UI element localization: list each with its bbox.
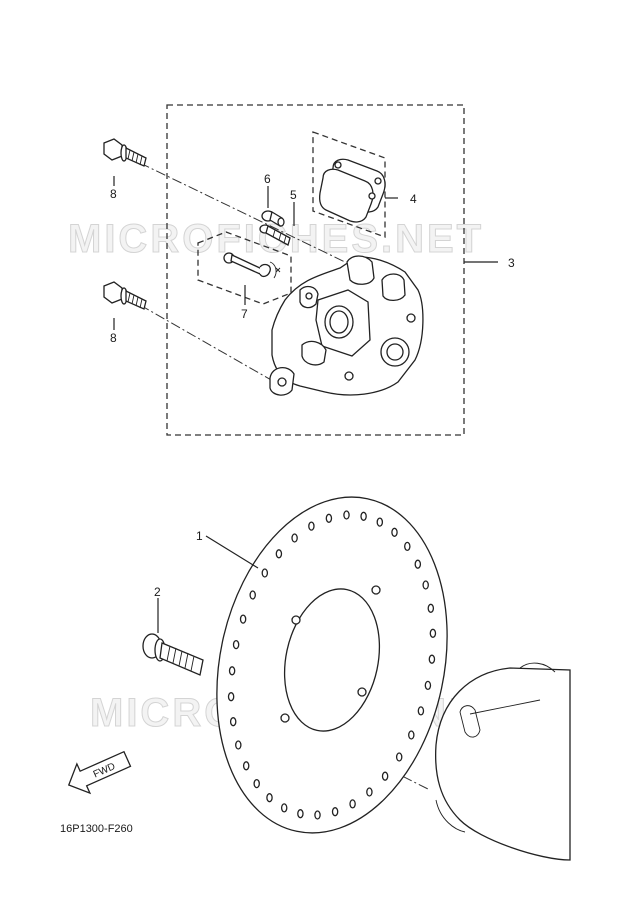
callout-4: 4 <box>410 192 417 206</box>
vent-hole <box>325 513 333 523</box>
vent-hole <box>275 549 283 559</box>
bolt-8-lower[interactable] <box>103 281 147 310</box>
callout-5: 5 <box>290 188 297 202</box>
vent-hole <box>228 666 236 676</box>
callout-8-lower: 8 <box>110 331 117 345</box>
pad-kit-frame <box>312 131 386 238</box>
vent-hole <box>417 706 425 716</box>
vent-hole <box>227 692 235 702</box>
vent-hole <box>429 628 437 638</box>
vent-hole <box>232 639 240 650</box>
vent-hole <box>376 517 384 527</box>
disc-bolt-2[interactable] <box>142 633 204 676</box>
vent-hole <box>360 511 367 521</box>
vent-hole <box>242 761 250 771</box>
bolt-lower-centerline <box>139 304 281 386</box>
vent-hole <box>343 510 350 520</box>
pin-5[interactable] <box>259 224 291 246</box>
vent-hole <box>349 799 356 809</box>
vent-hole <box>366 787 373 797</box>
vent-hole <box>266 793 273 803</box>
vent-hole <box>427 603 435 613</box>
bleed-screw-6[interactable] <box>261 210 285 228</box>
callout-7: 7 <box>241 307 248 321</box>
pin-kit-frame <box>197 231 292 305</box>
vent-hole <box>308 521 315 531</box>
diagram-code: 16P1300-F260 <box>60 823 133 835</box>
watermark-upper: MICROFICHES.NET <box>68 217 484 261</box>
wheel-hub <box>434 662 571 861</box>
vent-hole <box>422 580 429 590</box>
vent-hole <box>414 559 422 569</box>
vent-hole <box>395 752 403 762</box>
vent-hole <box>424 680 432 691</box>
vent-hole <box>253 778 260 789</box>
vent-hole <box>381 771 389 781</box>
vent-hole <box>249 590 256 600</box>
fwd-arrow: FWD <box>67 750 132 795</box>
vent-hole <box>291 533 298 543</box>
disc-vent-holes <box>227 510 437 820</box>
brake-pads-4[interactable] <box>319 158 386 223</box>
vent-hole <box>261 568 269 578</box>
brake-caliper[interactable] <box>269 255 424 396</box>
callout-2: 2 <box>154 585 161 599</box>
bolt-8-upper[interactable] <box>103 138 147 167</box>
vent-hole <box>391 527 398 537</box>
vent-hole <box>239 614 247 624</box>
vent-hole <box>314 810 321 820</box>
vent-hole <box>297 809 304 819</box>
callout-8-upper: 8 <box>110 187 117 201</box>
vent-hole <box>280 803 288 813</box>
brake-disc[interactable] <box>187 475 477 854</box>
callout-1: 1 <box>196 529 203 543</box>
vent-hole <box>408 730 415 740</box>
callout-3: 3 <box>508 256 515 270</box>
pin-kit-7-parts[interactable] <box>223 252 281 279</box>
bolt-upper-centerline <box>139 162 346 263</box>
caliper-assembly-frame <box>166 104 465 436</box>
vent-hole <box>404 541 411 552</box>
vent-hole <box>331 807 339 817</box>
vent-hole <box>428 654 436 664</box>
callout-6: 6 <box>264 172 271 186</box>
vent-hole <box>229 717 237 727</box>
vent-hole <box>235 740 242 750</box>
leader-lines <box>113 176 498 633</box>
